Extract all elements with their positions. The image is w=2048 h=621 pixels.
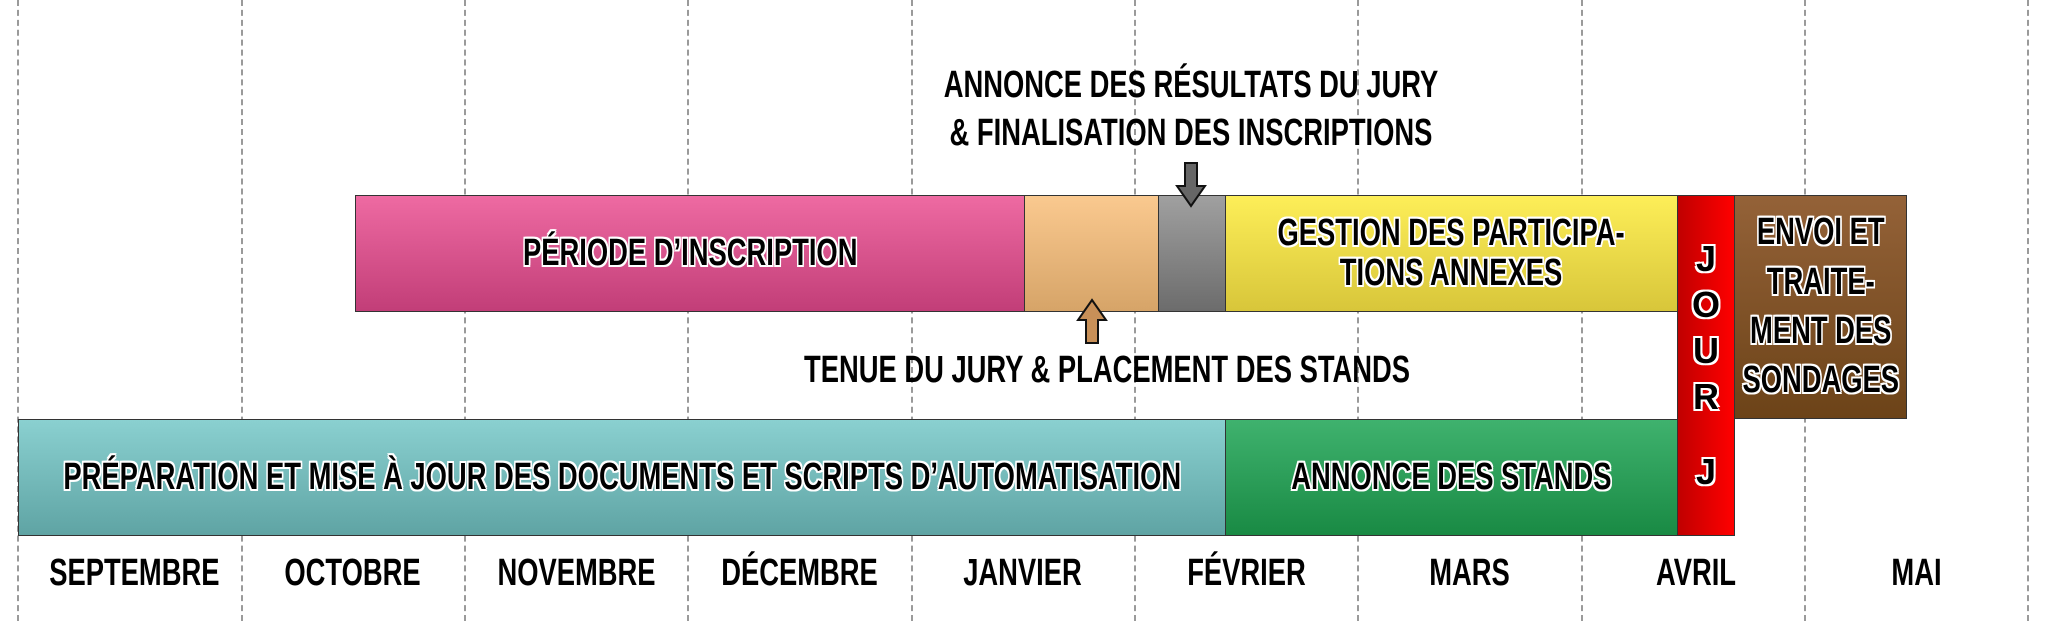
phase-label: ANNONCE DES STANDS	[1291, 455, 1612, 498]
jour-letter: J	[1695, 238, 1716, 279]
phase-results	[1158, 195, 1226, 312]
annotation-results-line2: & FINALISATION DES INSCRIPTIONS	[949, 112, 1433, 154]
gridline	[17, 0, 19, 621]
phase-label: PRÉPARATION ET MISE À JOUR DES DOCUMENTS…	[63, 455, 1181, 498]
jour-letter: U	[1692, 330, 1719, 371]
month-label: OCTOBRE	[284, 552, 421, 594]
jour-letter: O	[1691, 284, 1720, 325]
phase-stands: ANNONCE DES STANDS	[1225, 419, 1678, 536]
gridline	[241, 0, 243, 621]
month-label: JANVIER	[963, 552, 1082, 594]
phase-jour-j: J O U R J	[1677, 195, 1735, 536]
phase-inscription: PÉRIODE D’INSCRIPTION	[355, 195, 1025, 312]
arrow-down-icon	[1175, 162, 1207, 208]
arrow-up-icon	[1076, 298, 1108, 344]
annotation-results-line1: ANNONCE DES RÉSULTATS DU JURY	[943, 64, 1439, 106]
month-label: DÉCEMBRE	[721, 552, 878, 594]
month-label: AVRIL	[1655, 552, 1737, 594]
month-label: MAI	[1891, 552, 1942, 594]
month-label: MARS	[1429, 552, 1510, 594]
month-label: FÉVRIER	[1187, 552, 1306, 594]
phase-gestion: GESTION DES PARTICIPA-TIONS ANNEXES	[1225, 195, 1678, 312]
month-label: NOVEMBRE	[497, 552, 656, 594]
phase-jury	[1024, 195, 1159, 312]
gridline	[2027, 0, 2029, 621]
phase-label: GESTION DES PARTICIPA-TIONS ANNEXES	[1277, 211, 1626, 294]
phase-label: PÉRIODE D’INSCRIPTION	[522, 231, 858, 274]
jour-letter: R	[1692, 376, 1719, 417]
month-label: SEPTEMBRE	[49, 552, 220, 594]
jour-letter: J	[1695, 451, 1716, 492]
annotation-jury: TENUE DU JURY & PLACEMENT DES STANDS	[804, 349, 1411, 391]
phase-preparation: PRÉPARATION ET MISE À JOUR DES DOCUMENTS…	[18, 419, 1226, 536]
